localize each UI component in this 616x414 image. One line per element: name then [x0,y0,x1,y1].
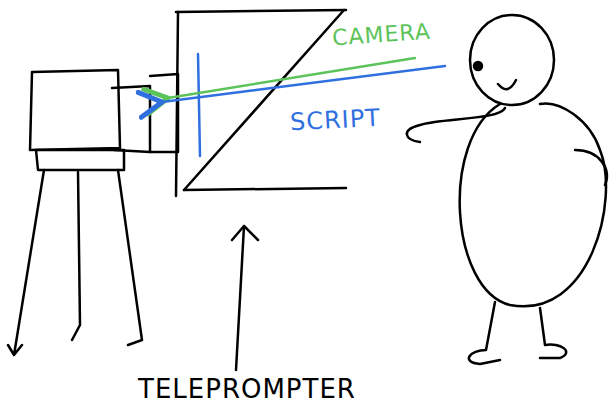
script-label: SCRIPT [289,104,381,137]
teleprompter-label: TELEPROMPTER [138,374,356,404]
script-sightline [162,66,445,102]
pointer-arrow [232,226,258,370]
person-drawing [407,15,607,364]
teleprompter-drawing [176,10,346,196]
camera-sightline [168,58,415,98]
camera-label: CAMERA [331,19,431,51]
camera-drawing [8,70,178,355]
